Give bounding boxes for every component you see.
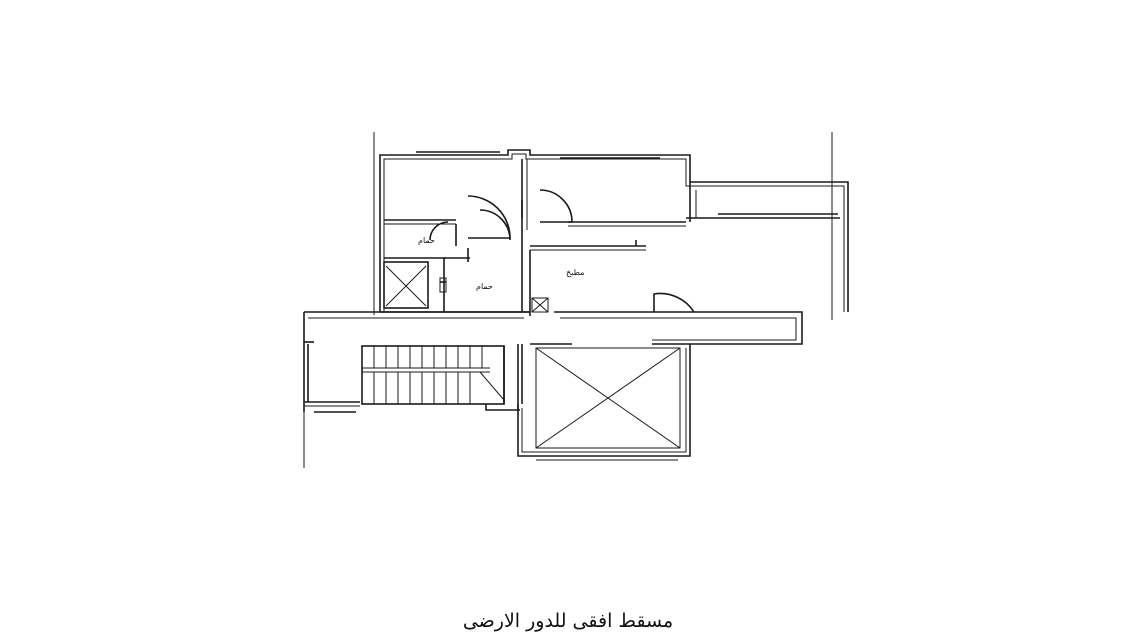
- storage-box: [383, 261, 549, 313]
- room-label-bath-2: حمام: [476, 282, 493, 291]
- door-swings: [429, 189, 695, 313]
- plan-caption: مسقط افقى للدور الارضى: [462, 610, 674, 632]
- lower-shaft: [517, 343, 691, 461]
- staircase: [361, 344, 523, 411]
- upper-block-walls: [379, 149, 849, 313]
- room-label-kitchen: مطبخ: [566, 268, 584, 277]
- room-label-bath-1: حمام: [418, 236, 435, 245]
- corridor-walls: [303, 311, 803, 413]
- interior-partitions: [384, 159, 686, 316]
